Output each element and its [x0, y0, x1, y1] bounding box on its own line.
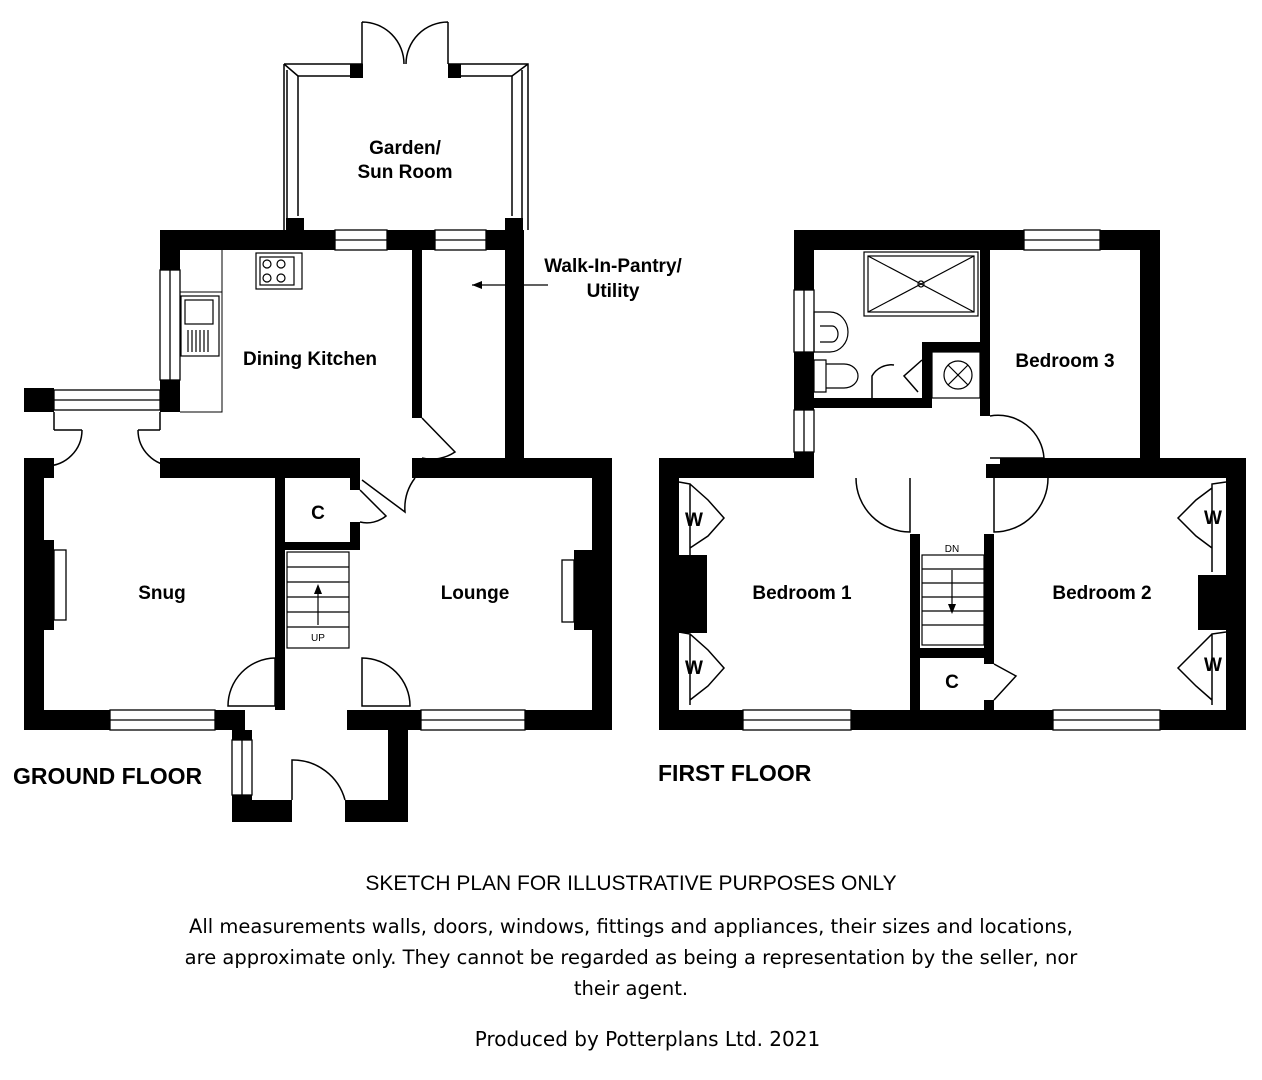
ground-floor-plan: Garden/ Sun Room Walk-In-Pantry/ Utility…	[13, 21, 683, 822]
room-label-garden-2: Sun Room	[358, 162, 453, 183]
sun-room-wall-block	[350, 64, 363, 78]
room-label-first-cupboard: C	[945, 672, 959, 693]
first-floor-windows	[742, 229, 1161, 731]
kitchen-sink-icon	[180, 295, 220, 357]
wardrobe-label: W	[1204, 655, 1222, 676]
sun-room-wall-block	[448, 64, 461, 78]
disclaimer-text: All measurements walls, doors, windows, …	[184, 915, 1078, 1000]
room-label-lounge: Lounge	[441, 583, 510, 604]
first-floor-title: FIRST FLOOR	[658, 760, 812, 786]
stairs-up-label: UP	[311, 633, 325, 644]
basin-icon	[813, 311, 849, 353]
disclaimer-title: SKETCH PLAN FOR ILLUSTRATIVE PURPOSES ON…	[365, 872, 897, 895]
room-label-bedroom-3: Bedroom 3	[1015, 351, 1114, 372]
french-door-swing	[405, 21, 449, 65]
first-floor-walls	[659, 230, 1246, 730]
sun-room-wall-block	[505, 218, 523, 232]
ground-floor-doors	[45, 412, 457, 801]
hot-water-cylinder-icon	[931, 351, 981, 399]
room-label-bedroom-1: Bedroom 1	[752, 583, 852, 604]
room-label-garden-1: Garden/	[369, 138, 442, 159]
ground-floor-title: GROUND FLOOR	[13, 763, 202, 789]
room-label-cupboard: C	[311, 503, 325, 524]
ground-stairs	[286, 551, 350, 649]
producer-credit: Produced by Potterplans Ltd. 2021	[474, 1027, 821, 1051]
wardrobe-label: W	[685, 658, 703, 679]
first-floor-plan: Bedroom 3 Bedroom 1 Bedroom 2 C W W W W …	[658, 229, 1246, 786]
room-label-pantry-1: Walk-In-Pantry/	[544, 256, 682, 277]
pantry-pointer-arrowhead	[472, 281, 482, 289]
kitchen-hob-icon	[255, 252, 303, 290]
ground-floor-walls	[24, 230, 612, 822]
french-door-swing	[361, 21, 405, 65]
room-label-pantry-2: Utility	[587, 281, 640, 302]
ground-floor-windows	[53, 229, 575, 796]
sun-room-wall-block	[286, 218, 304, 232]
room-label-snug: Snug	[138, 583, 186, 604]
kitchen-worktop-outline	[180, 250, 223, 413]
floor-plan-drawing: Garden/ Sun Room Walk-In-Pantry/ Utility…	[13, 21, 1246, 822]
wardrobe-label: W	[1204, 508, 1222, 529]
first-floor-doors	[678, 359, 1227, 705]
room-label-dining-kitchen: Dining Kitchen	[243, 349, 377, 370]
wardrobe-label: W	[685, 510, 703, 531]
stairs-down-arrow-icon	[948, 604, 956, 614]
toilet-icon	[813, 359, 859, 393]
stairs-up-arrow-icon	[314, 584, 322, 594]
first-floor-stairs	[921, 554, 985, 646]
stairs-down-label: DN	[945, 544, 959, 555]
room-label-bedroom-2: Bedroom 2	[1052, 583, 1151, 604]
shower-tray-icon	[863, 251, 979, 317]
